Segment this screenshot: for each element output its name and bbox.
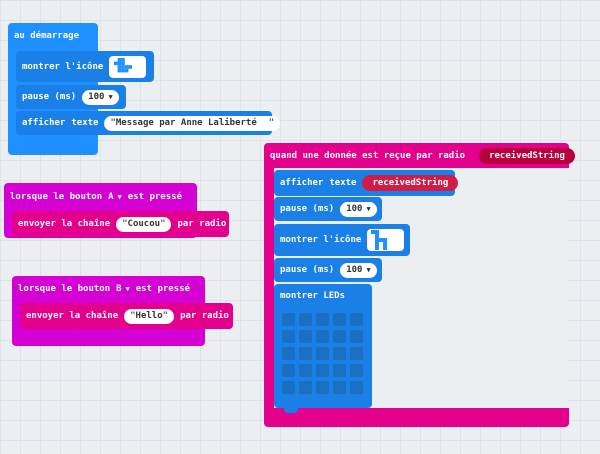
button-a-select[interactable]: A▼ (108, 192, 122, 202)
received-string-param[interactable]: receivedString (479, 148, 575, 164)
send-a-label: envoyer la chaîne (18, 219, 111, 229)
giraffe-icon (371, 230, 388, 250)
show-icon2-label: montrer l'icône (280, 235, 362, 245)
show-text-kw: texte (71, 118, 99, 128)
button-b-label-post: est pressé (135, 284, 190, 294)
led-cell[interactable] (350, 381, 363, 394)
show-text-label: afficher (22, 118, 66, 128)
pause2-row: pause (ms) 100▼ (274, 258, 383, 282)
led-cell[interactable] (316, 364, 329, 377)
on-start-bottom-notch (22, 135, 36, 140)
led-cell[interactable] (316, 330, 329, 343)
pause1-label: pause (ms) (280, 204, 335, 214)
chevron-down-icon[interactable]: ▼ (125, 285, 130, 293)
pause2-value-field[interactable]: 100▼ (340, 262, 377, 278)
send-string-b-row: envoyer la chaîne "Hello" par radio (20, 303, 235, 329)
pause-row: pause (ms) 100▼ (16, 85, 125, 109)
led-cell[interactable] (333, 381, 346, 394)
on-start-label: au démarrage (14, 31, 80, 41)
icon-picker[interactable]: ▼ (109, 55, 146, 78)
show-icon2-row: montrer l'icône ▼ (274, 224, 410, 256)
send-b-post: par radio (180, 311, 229, 321)
send-string-a-row: envoyer la chaîne "Coucou" par radio (12, 211, 232, 237)
button-a-header: lorsque le bouton A▼ est pressé (4, 187, 188, 207)
led-cell[interactable] (299, 381, 312, 394)
led-cell[interactable] (350, 330, 363, 343)
on-radio-received-header: quand une donnée est reçue par radio rec… (264, 146, 581, 166)
led-grid[interactable] (282, 313, 363, 394)
led-cell[interactable] (316, 347, 329, 360)
send-b-value-field[interactable]: "Hello" (124, 308, 175, 324)
led-cell[interactable] (282, 330, 295, 343)
pause-value-field[interactable]: 100▼ (82, 89, 119, 105)
show-leds-bottom-notch (284, 408, 298, 413)
send-a-post: par radio (177, 219, 227, 229)
led-cell[interactable] (299, 364, 312, 377)
on-radio-received-label: quand une donnée est reçue par radio (270, 151, 466, 161)
on-start-header: au démarrage (8, 26, 85, 46)
pause-label: pause (ms) (22, 92, 77, 102)
show-icon-row: montrer l'icône ▼ (16, 51, 152, 82)
led-cell[interactable] (333, 347, 346, 360)
send-a-value-field[interactable]: "Coucou" (116, 216, 172, 232)
led-cell[interactable] (350, 313, 363, 326)
pause2-label: pause (ms) (280, 265, 335, 275)
led-cell[interactable] (316, 381, 329, 394)
show-leds-row: montrer LEDs (274, 286, 351, 306)
show-text-field[interactable]: "Message par Anne Laliberté" (104, 115, 281, 131)
button-a-label-pre: lorsque le bouton (10, 192, 103, 202)
chevron-down-icon[interactable]: ▼ (366, 266, 371, 274)
pause1-value-field[interactable]: 100▼ (340, 201, 377, 217)
led-cell[interactable] (299, 313, 312, 326)
led-cell[interactable] (350, 364, 363, 377)
led-cell[interactable] (350, 347, 363, 360)
received-string-var[interactable]: receivedString (362, 175, 459, 191)
led-cell[interactable] (282, 364, 295, 377)
show-text-var-label: afficher (280, 178, 324, 188)
icon-picker-2[interactable]: ▼ (367, 229, 404, 251)
show-icon-label: montrer l'icône (22, 61, 104, 72)
led-cell[interactable] (333, 364, 346, 377)
chevron-down-icon[interactable]: ▼ (108, 93, 113, 101)
led-cell[interactable] (282, 347, 295, 360)
button-b-select[interactable]: B▼ (116, 284, 130, 294)
led-cell[interactable] (333, 313, 346, 326)
led-cell[interactable] (282, 381, 295, 394)
led-cell[interactable] (282, 313, 295, 326)
button-a-label-post: est pressé (127, 192, 182, 202)
show-leds-label: montrer LEDs (280, 291, 346, 301)
button-b-label-pre: lorsque le bouton (18, 284, 111, 294)
chevron-down-icon[interactable]: ▼ (117, 193, 122, 201)
show-text-var-kw: texte (329, 178, 357, 188)
button-b-header: lorsque le bouton B▼ est pressé (12, 279, 196, 299)
show-text-row: afficher texte "Message par Anne Laliber… (16, 111, 286, 135)
chevron-down-icon[interactable]: ▼ (137, 62, 142, 71)
chevron-down-icon[interactable]: ▼ (395, 236, 400, 244)
show-text-var-row: afficher texte receivedString (274, 170, 464, 196)
led-cell[interactable] (333, 330, 346, 343)
led-cell[interactable] (299, 330, 312, 343)
chevron-down-icon[interactable]: ▼ (366, 205, 371, 213)
send-b-label: envoyer la chaîne (26, 311, 119, 321)
pause1-row: pause (ms) 100▼ (274, 197, 383, 221)
small-duck-icon (114, 57, 133, 72)
led-cell[interactable] (299, 347, 312, 360)
led-cell[interactable] (316, 313, 329, 326)
